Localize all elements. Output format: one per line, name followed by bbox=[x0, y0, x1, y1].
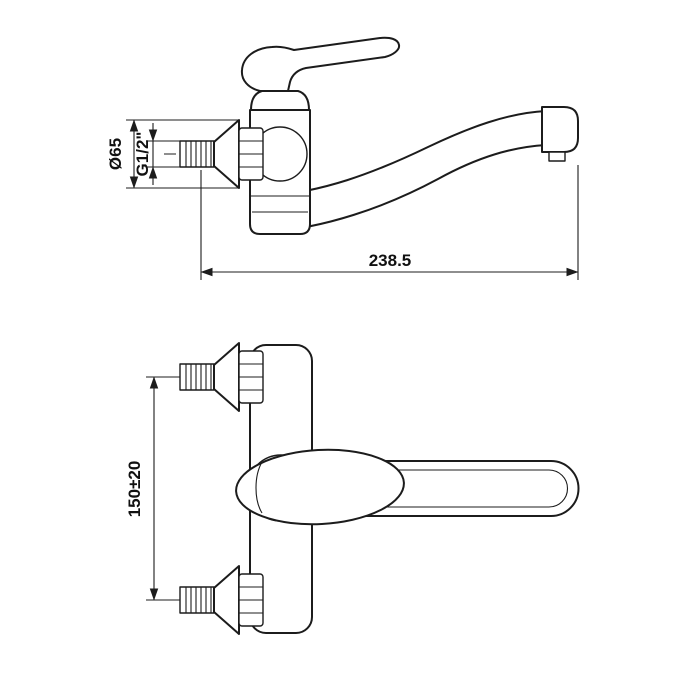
centers-extension-lines bbox=[146, 376, 178, 601]
threaded-nipple bbox=[179, 586, 215, 614]
wall-connection-lower bbox=[179, 565, 240, 635]
lever-handle bbox=[240, 36, 401, 92]
spout-nozzle bbox=[541, 106, 579, 153]
escutcheon-cone bbox=[213, 119, 240, 189]
flange-extension-lines bbox=[126, 119, 239, 189]
spout-head bbox=[541, 106, 579, 162]
plan-view: 150±20 bbox=[125, 342, 580, 635]
wall-connection-side bbox=[179, 119, 240, 189]
aerator bbox=[548, 151, 566, 162]
wall-connection-upper bbox=[179, 342, 240, 412]
hex-nut-flats bbox=[239, 140, 263, 168]
thread-hatch bbox=[185, 587, 212, 613]
spout-reach-label: 238.5 bbox=[369, 251, 412, 270]
flange-diameter-label: Ø65 bbox=[106, 138, 125, 170]
thread-size-label: G1/2" bbox=[133, 132, 152, 177]
thread-hatch bbox=[185, 141, 212, 167]
plan-view-dimensions: 150±20 bbox=[125, 376, 178, 601]
side-view-dimensions: Ø65 G1/2" 238.5 bbox=[106, 119, 579, 280]
connection-nut-lower bbox=[238, 573, 264, 627]
escutcheon-cone bbox=[213, 342, 240, 412]
hex-nut-flats bbox=[239, 363, 263, 391]
escutcheon-cone bbox=[213, 565, 240, 635]
handle-neck-line bbox=[255, 461, 263, 514]
swivel-collar-lines bbox=[250, 195, 310, 213]
faucet-body bbox=[249, 109, 311, 235]
lever-handle-top bbox=[235, 448, 405, 526]
connection-nut-upper bbox=[238, 350, 264, 404]
cartridge-dome bbox=[250, 90, 310, 111]
hex-nut-flats bbox=[239, 586, 263, 614]
threaded-nipple bbox=[179, 140, 215, 168]
threaded-nipple bbox=[179, 363, 215, 391]
connection-centers-label: 150±20 bbox=[125, 461, 144, 518]
side-view: Ø65 G1/2" 238.5 bbox=[106, 36, 579, 280]
thread-hatch bbox=[185, 364, 212, 390]
spout-inner-line bbox=[306, 469, 568, 508]
connection-nut-side bbox=[238, 127, 264, 181]
